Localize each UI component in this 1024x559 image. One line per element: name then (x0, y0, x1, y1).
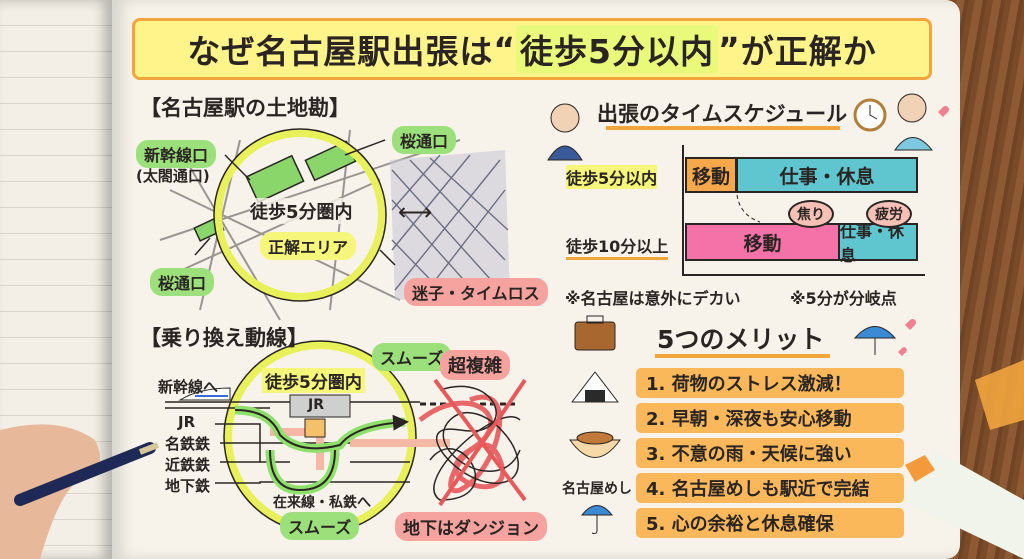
crowded-area-hatching (390, 150, 510, 301)
line-label-subway: 地下鉄 (165, 477, 211, 495)
transfer-walk-label: 徒歩5分圏内 (262, 368, 365, 393)
onigiri-icon (571, 371, 619, 403)
time-loss-warning: 迷子・タイムロス (404, 278, 548, 306)
bar-over10-move: 移動 (685, 223, 840, 261)
sakura-exit-top-label: 桜通口 (392, 126, 457, 154)
bar-within5-move: 移動 (685, 157, 737, 193)
complex-tag: 超複雑 (440, 350, 510, 380)
heart-icon (898, 105, 950, 356)
quote-open: “ (493, 29, 517, 69)
title-highlight: 徒歩5分以内 (516, 25, 718, 73)
happy-person-icon (894, 93, 934, 151)
merits-heading: 5つのメリット (657, 325, 825, 354)
smooth-route (234, 405, 409, 495)
bubble-fatigue: 疲労 (866, 200, 912, 228)
merit-item-1: 1. 荷物のストレス激減！ (636, 368, 904, 398)
merit-item-5: 5. 心の余裕と休息確保 (636, 508, 904, 538)
shinkansen-exit-sublabel: (太閤通口) (136, 167, 210, 185)
distance-arrow-icon: ⟷ (398, 198, 433, 226)
worried-businessman-icon (547, 103, 583, 161)
note-5min-turning-point: ※5分が分岐点 (790, 289, 897, 308)
to-shinkansen-label: 新幹線へ (158, 378, 219, 396)
to-local-lines-label: 在来線・私鉄へ (273, 495, 371, 511)
bar-over10-work-rest: 仕事・休息 (838, 222, 918, 265)
quote-close: ” (717, 29, 741, 69)
schedule-axis (682, 145, 925, 276)
line-label-jr: JR (178, 413, 196, 431)
nagoya-food-label: 名古屋めし (562, 481, 632, 497)
correct-area-tag: 正解エリア (260, 232, 357, 260)
title-text: なぜ名古屋駅出張は (187, 32, 494, 71)
walk-5min-circle (214, 129, 386, 301)
smooth-top-tag: スムーズ (372, 343, 452, 371)
row-label-over-10min: 徒歩10分以上 (566, 233, 669, 260)
bar-within5-work-rest: 仕事・休息 (736, 157, 918, 193)
cross-out-mark (433, 378, 527, 507)
bubble-impatience: 焦り (788, 200, 834, 228)
umbrella-icon (580, 505, 614, 535)
jr-station-box (289, 394, 351, 418)
hand-with-pen (0, 424, 160, 559)
line-label-kintetsu: 近鉄鉄 (165, 456, 211, 474)
title-text-end: が正解か (740, 32, 877, 71)
sakura-exit-bottom-label: 桜通口 (150, 268, 215, 296)
note-nagoya-big: ※名古屋は意外にデカい (565, 289, 741, 308)
page-title: なぜ名古屋駅出張は“徒歩5分以内”が正解か (132, 18, 932, 80)
alarm-clock-icon (853, 98, 887, 132)
briefcase-icon (574, 315, 616, 351)
row-label-within-5min: 徒歩5分以内 (566, 165, 658, 189)
highlighter-pen (900, 360, 1024, 559)
transfer-heading: 【乗り換え動線】 (140, 326, 308, 350)
shinkansen-exit-label: 新幹線口 (136, 140, 217, 168)
dungeon-tag: 地下はダンジョン (395, 512, 547, 541)
umbrella-icon-top (853, 326, 897, 355)
merit-item-4: 4. 名古屋めしも駅近で完結 (636, 473, 904, 503)
smooth-bottom-tag: スムーズ (280, 512, 360, 540)
merit-item-2: 2. 早朝・深夜も安心移動 (636, 403, 904, 433)
line-label-meitetsu: 名鉄鉄 (165, 435, 211, 453)
bowl-icon (569, 431, 621, 458)
jr-station-label: JR (308, 397, 324, 413)
walk-area-label: 徒歩5分圏内 (250, 198, 353, 224)
map-heading: 【名古屋駅の土地勘】 (140, 96, 350, 120)
schedule-heading: 出張のタイムスケジュール (597, 102, 848, 126)
shinkansen-train-icon (178, 387, 231, 401)
merit-item-3: 3. 不意の雨・天候に強い (636, 438, 904, 468)
